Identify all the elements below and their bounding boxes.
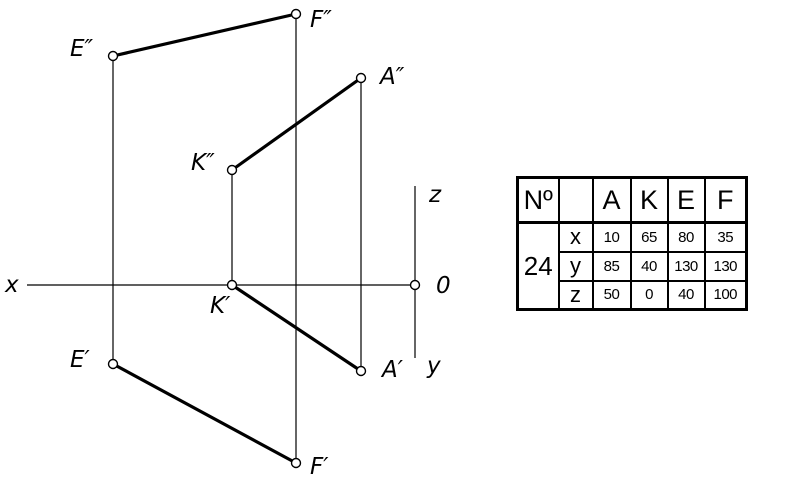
- cell-x-F: 35: [703, 221, 748, 253]
- table-point-header-E: E: [666, 176, 706, 224]
- table-blank-header: [557, 176, 594, 224]
- point-E-top: [107, 358, 119, 370]
- label-F-front: F″: [310, 7, 332, 33]
- cell-z-E: 40: [666, 279, 706, 311]
- segment-EF-front: [111, 12, 298, 58]
- coordinate-table-container: Nº A K E F 24 x 10 65 80 35 y 85: [516, 176, 748, 311]
- label-x-axis: x: [4, 272, 19, 298]
- cell-y-E: 130: [666, 250, 706, 282]
- point-origin: [409, 279, 421, 291]
- row-label-x: x: [557, 221, 594, 253]
- cell-x-K: 65: [629, 221, 669, 253]
- label-E-top: E′: [70, 347, 91, 373]
- point-F-front: [290, 8, 302, 20]
- row-label-y: y: [557, 250, 594, 282]
- label-A-top: A′: [380, 357, 404, 383]
- row-label-z: z: [557, 279, 594, 311]
- segment-EF-top: [111, 362, 298, 465]
- point-E-front: [107, 50, 119, 62]
- table-point-header-A: A: [591, 176, 632, 224]
- point-K-front: [226, 164, 238, 176]
- task-number: 24: [516, 221, 560, 311]
- table-point-header-K: K: [629, 176, 669, 224]
- label-F-top: F′: [310, 454, 329, 480]
- point-K-top: [226, 279, 238, 291]
- cell-z-A: 50: [591, 279, 632, 311]
- point-A-top: [355, 365, 367, 377]
- table-number-header: Nº: [516, 176, 560, 224]
- cell-z-F: 100: [703, 279, 748, 311]
- cell-y-F: 130: [703, 250, 748, 282]
- label-K-front: K″: [191, 150, 215, 176]
- cell-z-K: 0: [629, 279, 669, 311]
- label-origin: 0: [436, 273, 451, 299]
- label-z-axis: z: [428, 182, 442, 208]
- point-A-front: [355, 72, 367, 84]
- label-E-front: E″: [70, 36, 94, 62]
- label-y-axis: y: [426, 353, 441, 379]
- segment-KA-front: [230, 76, 363, 172]
- cell-y-A: 85: [591, 250, 632, 282]
- table-point-header-F: F: [703, 176, 748, 224]
- label-A-front: A″: [378, 64, 405, 90]
- cell-x-E: 80: [666, 221, 706, 253]
- cell-x-A: 10: [591, 221, 632, 253]
- segment-KA-top: [230, 283, 363, 373]
- label-K-top: K′: [210, 293, 231, 319]
- cell-y-K: 40: [629, 250, 669, 282]
- point-F-top: [290, 457, 302, 469]
- coordinate-table: Nº A K E F 24 x 10 65 80 35 y 85: [516, 176, 748, 311]
